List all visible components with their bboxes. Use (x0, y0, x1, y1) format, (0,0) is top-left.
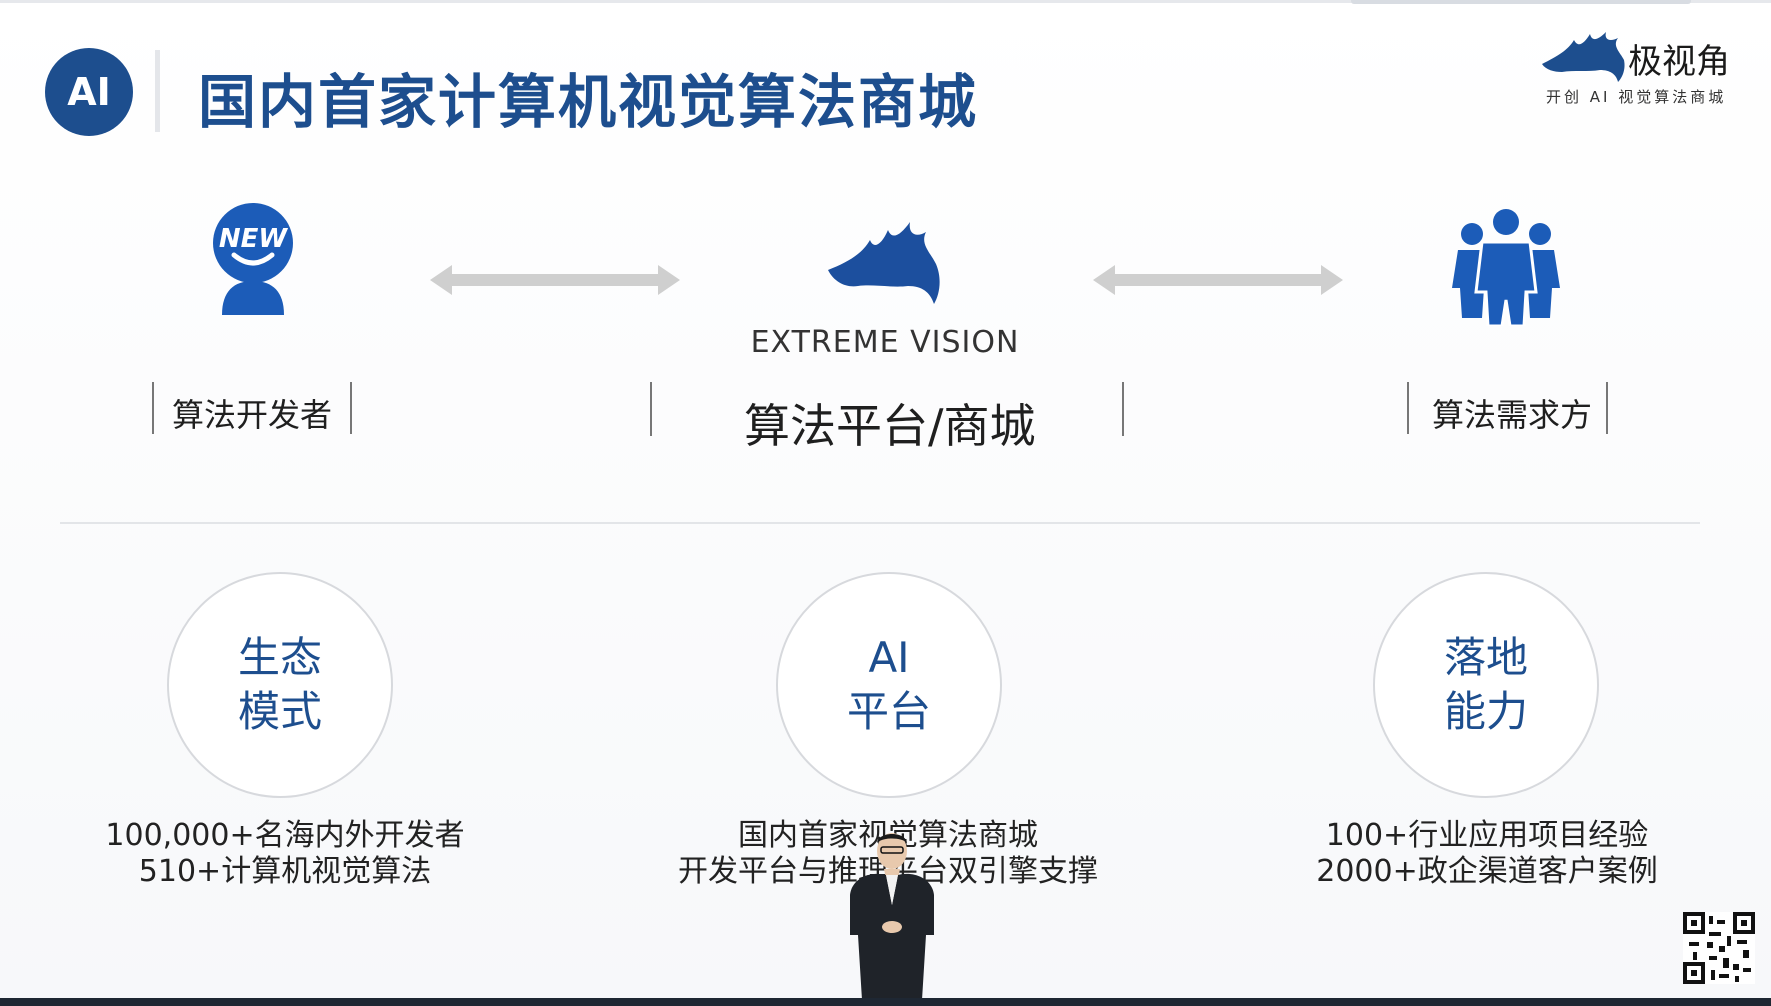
double-arrow-icon (1093, 265, 1343, 295)
label-divider (350, 382, 352, 434)
pillar-desc-line: 510+计算机视觉算法 (138, 854, 432, 889)
role-buyer: 算法需求方 (1432, 396, 1593, 434)
pillar-desc-line: 100+行业应用项目经验 (1325, 818, 1649, 853)
presenter-figure (850, 833, 934, 1000)
people-group-icon (1452, 209, 1560, 326)
ai-badge: AI (45, 48, 133, 136)
new-badge-person-icon: NEW (213, 203, 293, 315)
slide-title: 国内首家计算机视觉算法商城 (198, 68, 979, 136)
role-developer: 算法开发者 (172, 396, 333, 434)
brand-name: 极视角 (1628, 42, 1730, 82)
top-line (0, 0, 1771, 3)
pillar-desc-line: 100,000+名海内外开发者 (105, 818, 465, 853)
label-divider (1606, 382, 1608, 434)
pillar-title-line2: 能力 (1443, 687, 1528, 736)
label-divider (1407, 382, 1409, 434)
brand-block: 极视角 开创 AI 视觉算法商城 (1540, 30, 1740, 110)
pillar-title-line2: 模式 (237, 687, 322, 736)
section-divider (60, 522, 1700, 524)
pillar-desc-line: 2000+政企渠道客户案例 (1316, 854, 1658, 889)
pillar-title-line1: 落地 (1443, 633, 1528, 682)
role-platform: 算法平台/商城 (744, 399, 1036, 453)
eagle-logo-icon (828, 222, 940, 304)
pillar-description: 100+行业应用项目经验 2000+政企渠道客户案例 (1227, 818, 1747, 890)
brand-eagle-icon (1542, 32, 1625, 82)
pillar-title-line2: 平台 (846, 687, 931, 736)
label-divider (650, 382, 652, 436)
pillar-title-line1: 生态 (237, 633, 322, 682)
platform-caption: EXTREME VISION (750, 325, 1020, 360)
brand-slogan: 开创 AI 视觉算法商城 (1546, 88, 1727, 106)
top-bar-accent (1351, 0, 1691, 4)
pillar-circle-platform: AI 平台 (776, 572, 1002, 798)
double-arrow-icon (430, 265, 680, 295)
pillar-description: 100,000+名海内外开发者 510+计算机视觉算法 (25, 818, 545, 890)
title-divider (155, 50, 160, 132)
label-divider (1122, 382, 1124, 436)
pillar-circle-delivery: 落地 能力 (1373, 572, 1599, 798)
qr-code (1683, 912, 1755, 984)
pillar-circle-ecosystem: 生态 模式 (167, 572, 393, 798)
pillar-title-line1: AI (868, 633, 910, 682)
label-divider (152, 382, 154, 434)
bottom-bar (0, 998, 1771, 1006)
new-label: NEW (219, 224, 289, 254)
